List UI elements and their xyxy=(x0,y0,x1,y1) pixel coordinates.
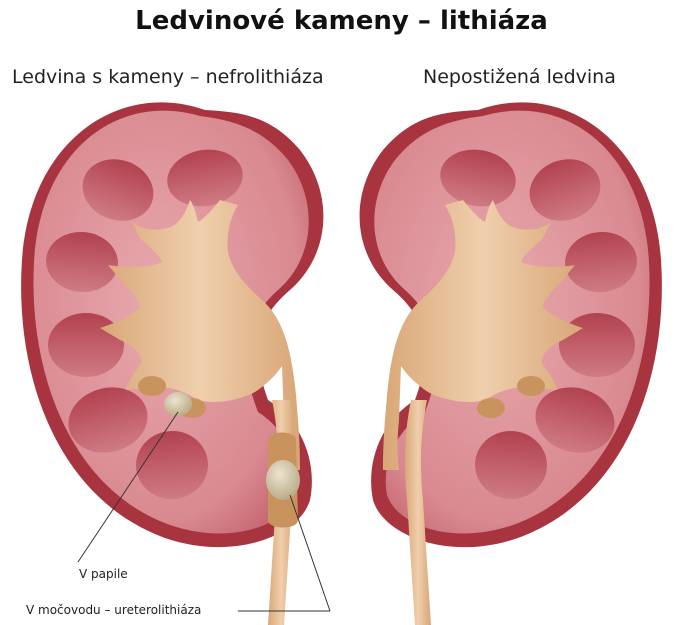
ureter-leader-line-to-stone xyxy=(290,495,330,611)
ureter-stone xyxy=(266,460,300,500)
ureter-stone-label: V močovodu – ureterolithiáza xyxy=(26,603,201,617)
right-kidney xyxy=(360,102,662,625)
left-kidney xyxy=(21,102,323,625)
papilla-stone-label: V papile xyxy=(79,567,128,581)
